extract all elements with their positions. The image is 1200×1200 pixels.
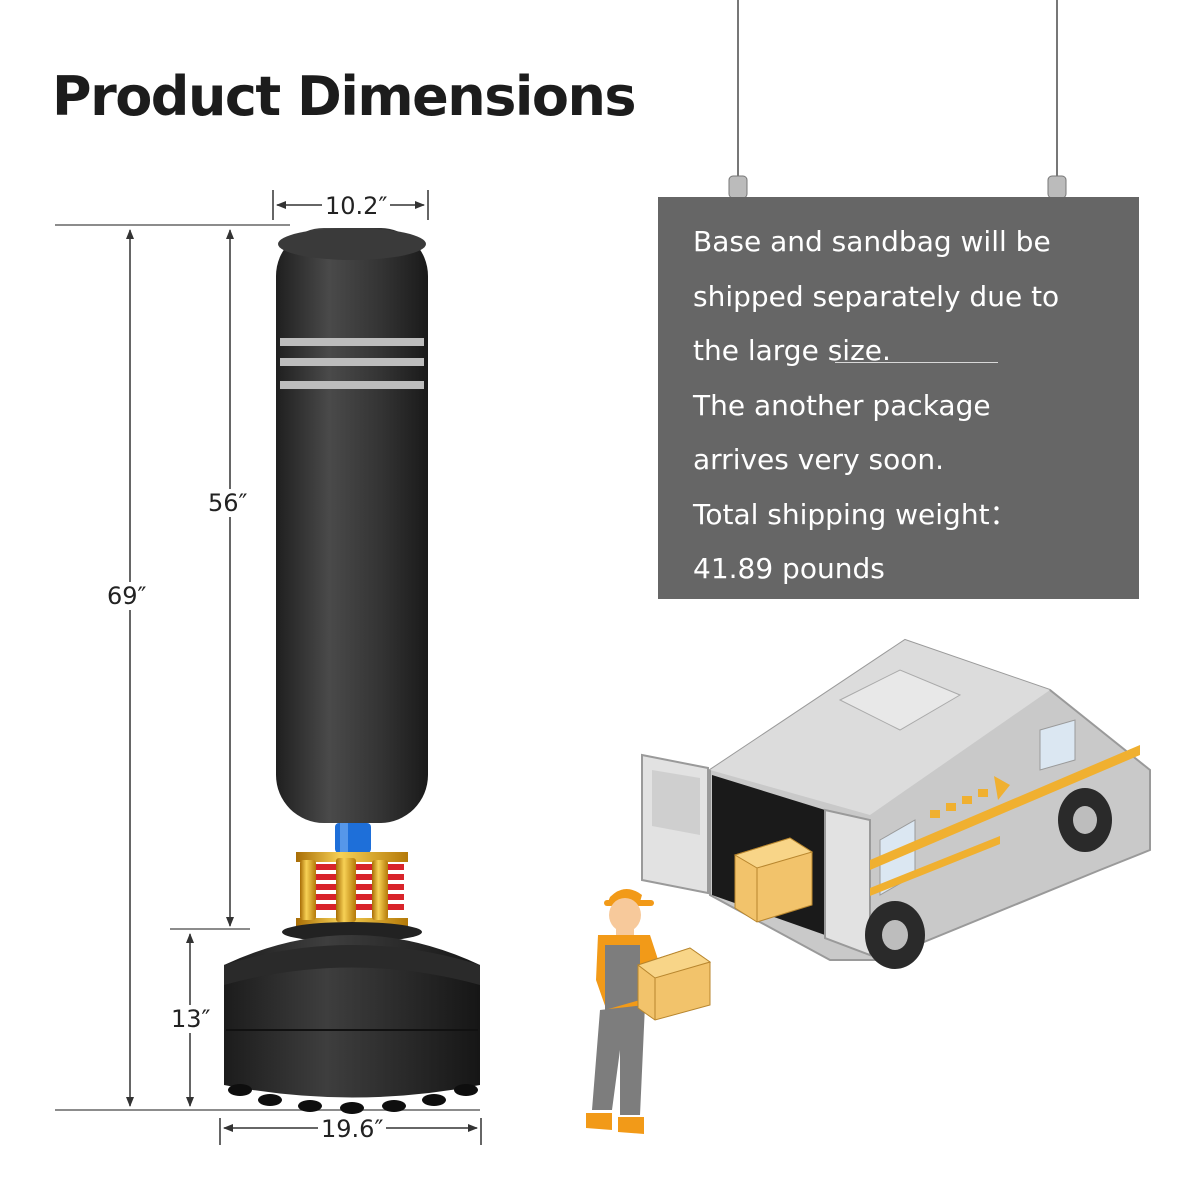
cardboard-box-icon (733, 837, 814, 923)
punching-bag-icon (224, 228, 480, 1114)
info-line-2: shipped separately due to (693, 279, 1060, 313)
info-line-1: Base and sandbag will be (693, 225, 1051, 258)
info-line-3: the large size. (693, 334, 891, 367)
delivery-van-icon (641, 638, 1151, 969)
dimension-lines (55, 190, 482, 1145)
text-underline (835, 362, 998, 363)
dimension-width-top: 10.2″ (322, 192, 391, 220)
shipping-info-box: Base and sandbag will be shipped separat… (658, 197, 1139, 599)
dimension-height-base: 13″ (168, 1005, 214, 1033)
info-line-6: Total shipping weight： (693, 497, 1018, 531)
cardboard-box-icon (636, 947, 712, 1021)
info-line-7: 41.89 pounds (693, 552, 885, 585)
dimension-width-base: 19.6″ (318, 1115, 387, 1143)
hanging-wires (728, 0, 1067, 199)
info-line-5: arrives very soon. (693, 443, 945, 476)
worker-icon (586, 888, 712, 1134)
page-title: Product Dimensions (52, 65, 637, 128)
info-line-4: The another package (693, 388, 991, 422)
dimension-height-total: 69″ (104, 582, 150, 610)
dimension-height-bag: 56″ (205, 489, 251, 517)
arrow-right-icon (930, 776, 1010, 818)
